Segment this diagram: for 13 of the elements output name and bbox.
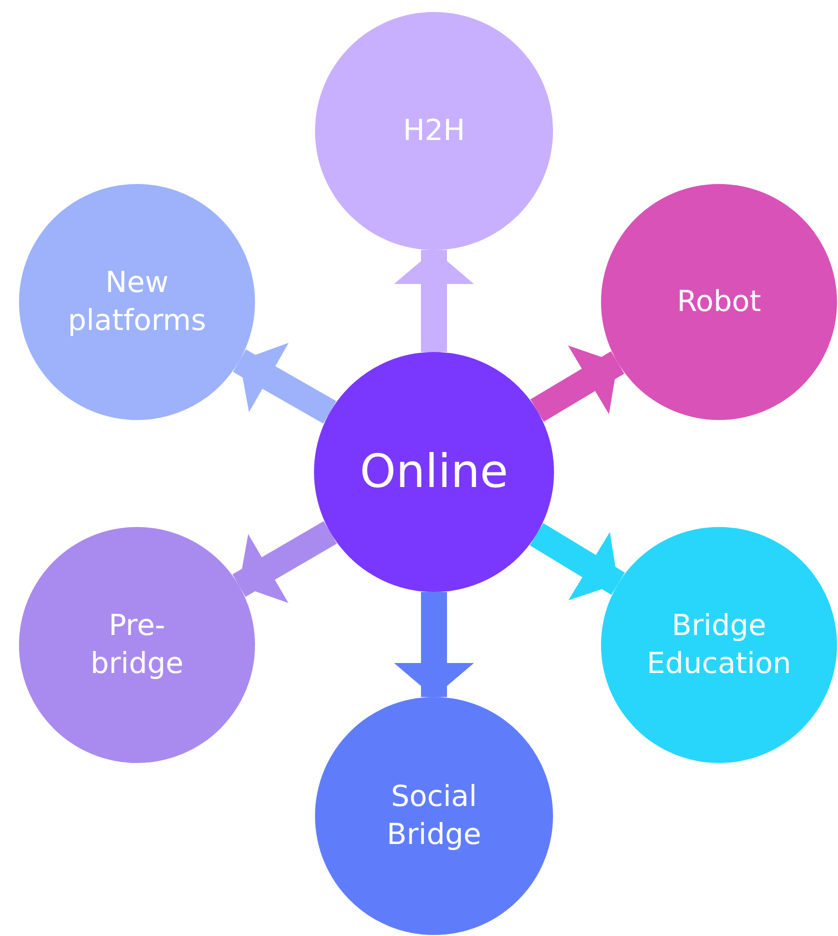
circle-label: Bridge Education bbox=[646, 607, 792, 682]
block-arrow bbox=[232, 521, 337, 604]
center-label: Online bbox=[360, 443, 508, 500]
block-arrow bbox=[394, 250, 474, 352]
circle-label: Pre- bridge bbox=[89, 607, 185, 682]
circle-label: New platforms bbox=[66, 264, 208, 339]
block-arrow bbox=[394, 592, 474, 697]
circle-label: H2H bbox=[402, 112, 466, 150]
block-arrow bbox=[232, 342, 336, 424]
block-arrow bbox=[530, 346, 624, 422]
block-arrow bbox=[530, 523, 625, 600]
circle-label: Robot bbox=[676, 283, 762, 320]
circle-label: Social Bridge bbox=[386, 778, 482, 853]
